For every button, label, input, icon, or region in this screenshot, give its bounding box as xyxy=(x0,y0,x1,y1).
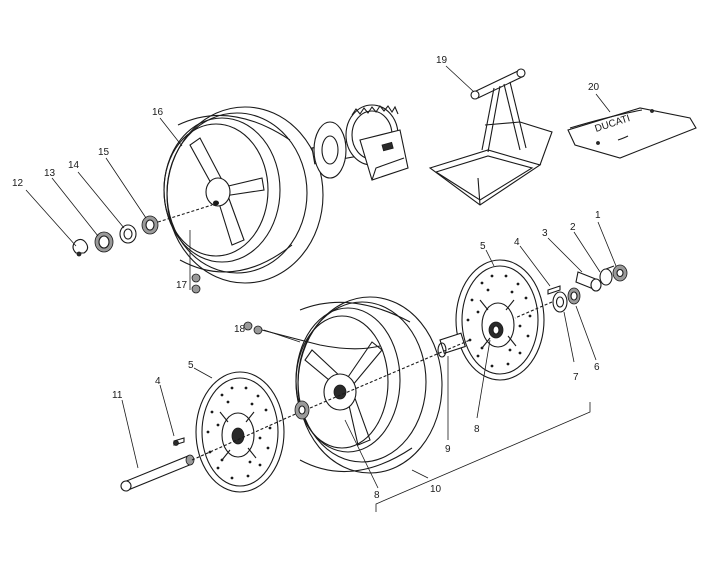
rear-wheel xyxy=(163,106,324,284)
part-label-16: 16 xyxy=(152,107,164,118)
part-label-5b: 5 xyxy=(188,360,194,371)
part-label-13: 13 xyxy=(44,168,56,179)
paddock-stand xyxy=(428,68,553,206)
part-label-6: 6 xyxy=(594,362,600,373)
part-label-15: 15 xyxy=(98,147,110,158)
part-label-8a: 8 xyxy=(474,424,480,435)
part-label-3: 3 xyxy=(542,228,548,239)
front-axle xyxy=(120,332,471,492)
part-label-1: 1 xyxy=(595,210,601,221)
rear-axle-parts xyxy=(72,204,213,294)
front-brake-disc-right xyxy=(455,259,545,381)
part-label-12: 12 xyxy=(12,178,24,189)
part-labels: 1 2 3 4 5 5 7 6 8 8 9 10 11 4 12 13 14 1… xyxy=(12,55,601,501)
part-label-17: 17 xyxy=(176,280,188,291)
part-label-10: 10 xyxy=(430,484,442,495)
disc-holes-left xyxy=(206,386,272,480)
part-label-2: 2 xyxy=(570,222,576,233)
part-label-5a: 5 xyxy=(480,241,486,252)
rear-hub-sprocket xyxy=(311,104,409,181)
front-right-hardware xyxy=(173,264,628,446)
part-label-9: 9 xyxy=(445,444,451,455)
leader-lines xyxy=(25,65,617,489)
bolts-18 xyxy=(243,321,263,335)
wheel-cover-bag: DUCATI xyxy=(567,107,697,159)
front-wheel xyxy=(261,296,443,474)
part-label-7: 7 xyxy=(573,372,579,383)
part-label-14: 14 xyxy=(68,160,80,171)
part-label-4b: 4 xyxy=(155,376,161,387)
part-label-19: 19 xyxy=(436,55,448,66)
bracket-10 xyxy=(375,402,591,512)
part-label-8b: 8 xyxy=(374,490,380,501)
part-label-11: 11 xyxy=(112,390,123,401)
disc-holes-right xyxy=(466,274,532,368)
part-label-20: 20 xyxy=(588,82,600,93)
part-label-4a: 4 xyxy=(514,237,520,248)
front-brake-disc-left xyxy=(195,371,285,493)
part-label-18: 18 xyxy=(234,324,246,335)
